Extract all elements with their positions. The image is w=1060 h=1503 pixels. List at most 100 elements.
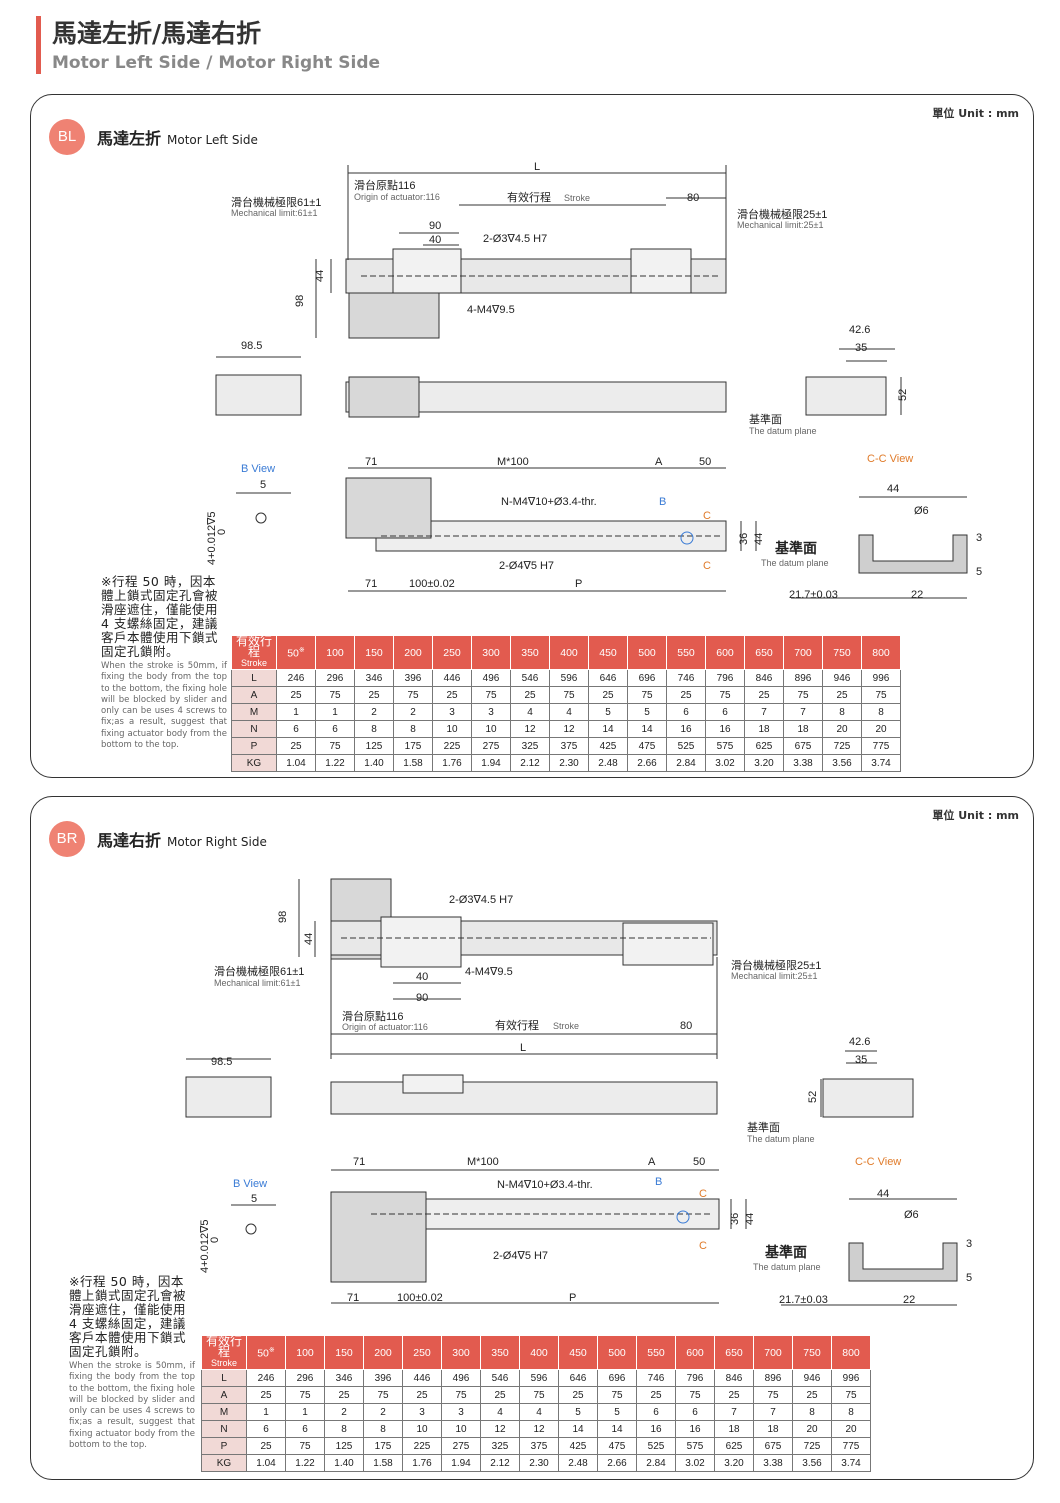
b-view-title: B View (241, 463, 275, 475)
table-cell: 596 (549, 669, 589, 687)
table-cell: 4 (519, 1403, 559, 1421)
cc-dim-3: 3 (976, 532, 982, 544)
stroke-note: ※行程 50 時，因本體上鎖式固定孔會被滑座遮住，僅能使用 4 支螺絲固定，建議… (101, 575, 227, 751)
table-cell: 646 (588, 669, 628, 687)
marker-C-top: C (703, 510, 711, 522)
table-header-cell: 100 (285, 1335, 325, 1370)
table-cell: 14 (627, 720, 667, 738)
origin-label: 滑台原點116 (354, 178, 416, 192)
table-header-cell: 150 (324, 1335, 364, 1370)
datum-label-bottom: 基準面 (775, 540, 817, 556)
dim-A: A (655, 456, 663, 468)
table-cell: 425 (558, 1437, 598, 1455)
table-cell: 2.30 (549, 754, 589, 772)
table-cell: 575 (675, 1437, 715, 1455)
table-header-cell: 400 (549, 635, 589, 670)
end-block-top (630, 248, 692, 294)
table-header-cell: 450 (558, 1335, 598, 1370)
marker-C-top: C (699, 1188, 707, 1200)
table-cell: 175 (393, 737, 433, 755)
table-header-cell: 550 (636, 1335, 676, 1370)
table-cell: 446 (402, 1369, 442, 1387)
table-cell: 696 (627, 669, 667, 687)
table-corner-en: Stroke (210, 1358, 237, 1368)
panel-title-zh: 馬達右折 (97, 831, 162, 850)
table-cell: 996 (861, 669, 901, 687)
table-header-cell: 750 (792, 1335, 832, 1370)
dim-L: L (520, 1042, 526, 1054)
drawing-motor-left: L 滑台原點116 Origin of actuator:116 有效行程 St… (206, 161, 982, 601)
datum-label-bottom-en: The datum plane (753, 1262, 821, 1272)
dim-P: P (569, 1292, 576, 1304)
panel-badge: BR (49, 821, 85, 857)
table-header-cell: 650 (744, 635, 784, 670)
table-header-cell: 600 (675, 1335, 715, 1370)
table-cell: 25 (792, 1386, 832, 1404)
table-cell: 3.20 (744, 754, 784, 772)
cc-dim-44: 44 (877, 1188, 889, 1200)
table-cell: 75 (285, 1437, 325, 1455)
drawing-motor-right: 98 44 2-Ø3∇4.5 H7 4-M4∇9.5 滑台機械極限61±1 Me… (185, 878, 972, 1306)
table-cell: 25 (276, 737, 316, 755)
cc-dim-phi6: Ø6 (914, 505, 929, 517)
datum-label: 基準面 (747, 1120, 780, 1134)
table-cell: 8 (354, 720, 394, 738)
dim-44-bottom: 44 (753, 533, 765, 545)
cc-dim-22: 22 (911, 589, 923, 601)
table-cell: 246 (246, 1369, 286, 1387)
table-cell: 6 (276, 720, 316, 738)
table-cell: 12 (480, 1420, 520, 1438)
table-cell: 225 (402, 1437, 442, 1455)
table-cell: 5 (627, 703, 667, 721)
table-cell: 1.58 (393, 754, 433, 772)
table-cell: 2.48 (588, 754, 628, 772)
table-cell: 8 (822, 703, 862, 721)
panel-badge: BL (49, 119, 85, 155)
table-cell: 1 (246, 1403, 286, 1421)
table-cell: 6 (315, 720, 355, 738)
table-cell: 25 (246, 1386, 286, 1404)
table-cell: 25 (636, 1386, 676, 1404)
table-cell: 496 (471, 669, 511, 687)
table-header-cell: 700 (783, 635, 823, 670)
table-cell: 6 (285, 1420, 325, 1438)
end-view-left (215, 374, 302, 416)
table-cell: 8 (861, 703, 901, 721)
table-cell: 1 (285, 1403, 325, 1421)
table-corner-en: Stroke (240, 658, 267, 668)
table-cell: 475 (597, 1437, 637, 1455)
mech-limit-61: 滑台機械極限61±1 (214, 964, 304, 978)
table-cell: 8 (792, 1403, 832, 1421)
table-cell: 14 (588, 720, 628, 738)
table-cell: 8 (363, 1420, 403, 1438)
panel-title-en: Motor Left Side (167, 133, 258, 147)
cc-dim-phi6: Ø6 (904, 1209, 919, 1221)
dim-44: 44 (303, 933, 315, 945)
unit-label: 單位 Unit : mm (932, 809, 1019, 822)
table-cell: 6 (246, 1420, 286, 1438)
table-cell: 8 (324, 1420, 364, 1438)
datum-label-en: The datum plane (747, 1134, 815, 1144)
table-cell: 1 (276, 703, 316, 721)
table-cell: 275 (471, 737, 511, 755)
end-block-top (622, 922, 714, 966)
table-header-cell: 50※ (246, 1335, 286, 1370)
b-view-tolerance-zero: 0 (209, 1237, 221, 1243)
table-cell: 10 (441, 1420, 481, 1438)
table-cell: 75 (315, 686, 355, 704)
table-cell: 12 (510, 720, 550, 738)
table-header-cell: 200 (363, 1335, 403, 1370)
origin-label: 滑台原點116 (342, 1009, 404, 1023)
table-cell: 646 (558, 1369, 598, 1387)
table-cell: 8 (393, 720, 433, 738)
dim-50: 50 (693, 1156, 705, 1168)
table-cell: 25 (276, 686, 316, 704)
slider-top (392, 248, 462, 294)
table-cell: 496 (441, 1369, 481, 1387)
dim-52: 52 (897, 389, 909, 401)
table-cell: 12 (549, 720, 589, 738)
